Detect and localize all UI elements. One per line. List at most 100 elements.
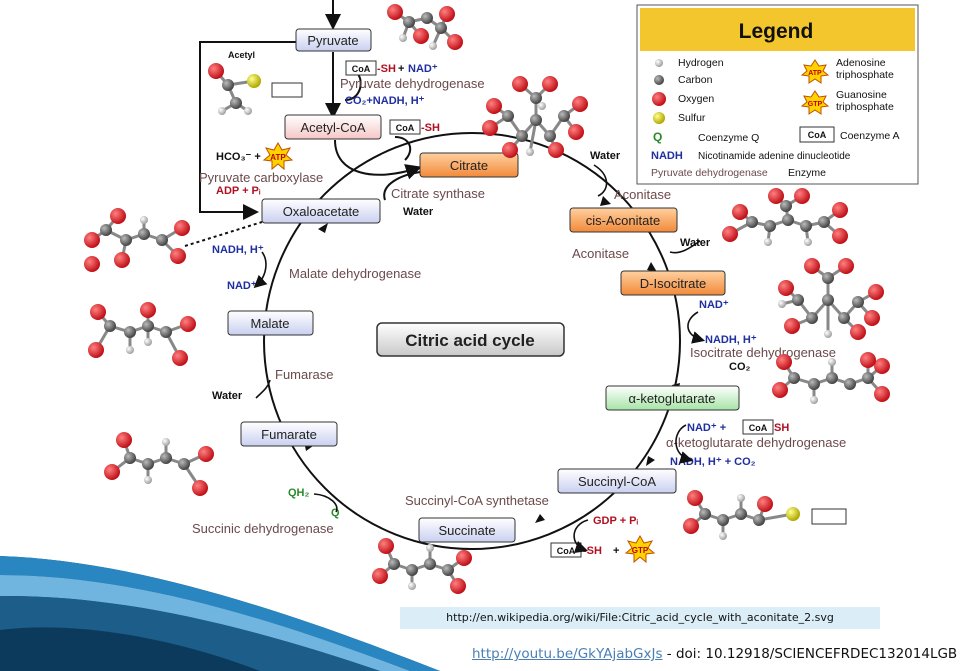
succinyl-coa-box[interactable]: Succinyl-CoA: [557, 468, 677, 494]
carbon-atom: [844, 378, 856, 390]
oxygen-atom: [172, 350, 188, 366]
oxaloacetate-box[interactable]: Oxaloacetate: [261, 198, 381, 224]
oxygen-atom: [832, 228, 848, 244]
carbon-atom: [142, 458, 154, 470]
carbon-atom: [788, 372, 800, 384]
hydrogen-atom: [244, 107, 252, 115]
hydrogen-atom: [218, 107, 226, 115]
oxygen-atom: [482, 120, 498, 136]
oxygen-atom: [456, 550, 472, 566]
cycle-ring: [263, 132, 681, 550]
svg-text:D-Isocitrate: D-Isocitrate: [640, 276, 706, 291]
pyruvate-box[interactable]: Pyruvate: [295, 28, 372, 52]
svg-text:ATP: ATP: [270, 153, 286, 162]
svg-text:CoA: CoA: [352, 64, 371, 74]
oxygen-atom: [372, 568, 388, 584]
carbon-atom: [800, 220, 812, 232]
oxygen-atom-icon: [652, 92, 666, 106]
video-link[interactable]: http://youtu.be/GkYAjabGxJs: [472, 646, 663, 662]
a-ketoglutarate-box[interactable]: α-ketoglutarate: [605, 385, 740, 411]
coa-tag-3: CoA: [742, 419, 774, 435]
oxygen-atom: [542, 76, 558, 92]
carbon-atom: [826, 372, 838, 384]
oxygen-atom: [447, 34, 463, 50]
svg-text:Fumarate: Fumarate: [261, 427, 317, 442]
isocitrate-molecule: [778, 258, 884, 340]
citrate-box[interactable]: Citrate: [419, 152, 519, 178]
svg-text:HCO₃⁻ +: HCO₃⁻ +: [216, 151, 261, 163]
svg-text:GDP + Pᵢ: GDP + Pᵢ: [593, 515, 639, 527]
svg-text:Succinate: Succinate: [438, 523, 495, 538]
oxygen-atom: [722, 226, 738, 242]
oxygen-atom: [114, 252, 130, 268]
svg-text:NADH, H⁺: NADH, H⁺: [705, 334, 757, 346]
svg-text:SH: SH: [774, 422, 789, 434]
svg-text:+: +: [398, 63, 404, 75]
sulfur-atom: [786, 507, 800, 521]
citrate-molecule: [482, 76, 588, 158]
svg-text:Citric acid cycle: Citric acid cycle: [405, 331, 534, 350]
carbon-atom: [403, 16, 415, 28]
hydrogen-atom: [778, 300, 786, 308]
svg-text:Carbon: Carbon: [678, 74, 713, 86]
acetyl-coa-box[interactable]: Acetyl-CoA: [284, 114, 382, 140]
carbon-atom: [421, 12, 433, 24]
succinate-box[interactable]: Succinate: [418, 517, 516, 543]
pyruvate-pathways: [199, 0, 422, 220]
oxygen-atom: [732, 204, 748, 220]
oxygen-atom: [776, 354, 792, 370]
malate-molecule: [88, 302, 196, 366]
svg-text:cis-Aconitate: cis-Aconitate: [586, 213, 660, 228]
carbon-atom: [530, 92, 542, 104]
svg-text:-SH: -SH: [377, 63, 396, 75]
svg-text:GTP: GTP: [632, 546, 649, 555]
malate-box[interactable]: Malate: [227, 310, 314, 336]
oxygen-atom: [110, 208, 126, 224]
svg-text:NADH, H⁺: NADH, H⁺: [212, 244, 264, 256]
svg-text:ATP: ATP: [808, 70, 822, 77]
oxygen-atom: [378, 538, 394, 554]
svg-text:Malate: Malate: [250, 316, 289, 331]
carbon-atom: [230, 97, 242, 109]
oxygen-atom: [772, 382, 788, 398]
enzyme-malate-dehydrogenase: Malate dehydrogenase: [289, 266, 421, 281]
carbon-atom: [818, 216, 830, 228]
oxygen-atom: [450, 578, 466, 594]
oxygen-atom: [88, 342, 104, 358]
svg-text:Citrate: Citrate: [450, 158, 488, 173]
svg-text:Acetyl-CoA: Acetyl-CoA: [300, 120, 365, 135]
fumarate-box[interactable]: Fumarate: [240, 421, 338, 447]
diagram-title: Citric acid cycle: [376, 322, 565, 357]
oxygen-atom: [140, 302, 156, 318]
carbon-atom: [822, 272, 834, 284]
oxygen-atom: [850, 324, 866, 340]
oxygen-atom: [387, 4, 403, 20]
metabolite-boxes: Pyruvate Acetyl-CoA Citrate cis-Aconitat…: [227, 28, 740, 543]
coa-icon: [799, 126, 835, 143]
hydrogen-atom: [764, 238, 772, 246]
acetyl-molecule: [208, 63, 303, 115]
d-isocitrate-box[interactable]: D-Isocitrate: [620, 270, 726, 296]
svg-text:Sulfur: Sulfur: [678, 112, 706, 124]
svg-text:Pyruvate dehydrogenase: Pyruvate dehydrogenase: [651, 167, 768, 179]
svg-text:CoA: CoA: [808, 130, 827, 140]
oxygen-atom: [687, 490, 703, 506]
sulfur-atom: [247, 74, 261, 88]
gtp-star: GTP: [624, 534, 656, 564]
svg-text:Coenzyme A: Coenzyme A: [840, 130, 900, 142]
hydrogen-atom: [538, 102, 546, 110]
svg-text:NAD⁺: NAD⁺: [408, 63, 438, 75]
hydrogen-atom: [824, 330, 832, 338]
cis-aconitate-box[interactable]: cis-Aconitate: [569, 207, 678, 233]
svg-text:Q: Q: [331, 507, 340, 519]
source-url-caption: http://en.wikipedia.org/wiki/File:Citric…: [400, 607, 880, 629]
footer-line: http://youtu.be/GkYAjabGxJs - doi: 10.12…: [472, 646, 960, 662]
dotted-link: [184, 221, 263, 247]
fumarate-molecule: [104, 432, 214, 496]
oxygen-atom: [170, 248, 186, 264]
hydrogen-atom: [144, 476, 152, 484]
svg-text:CoA: CoA: [749, 423, 768, 433]
oxygen-atom: [192, 480, 208, 496]
carbon-atom: [764, 220, 776, 232]
oxygen-atom: [804, 258, 820, 274]
